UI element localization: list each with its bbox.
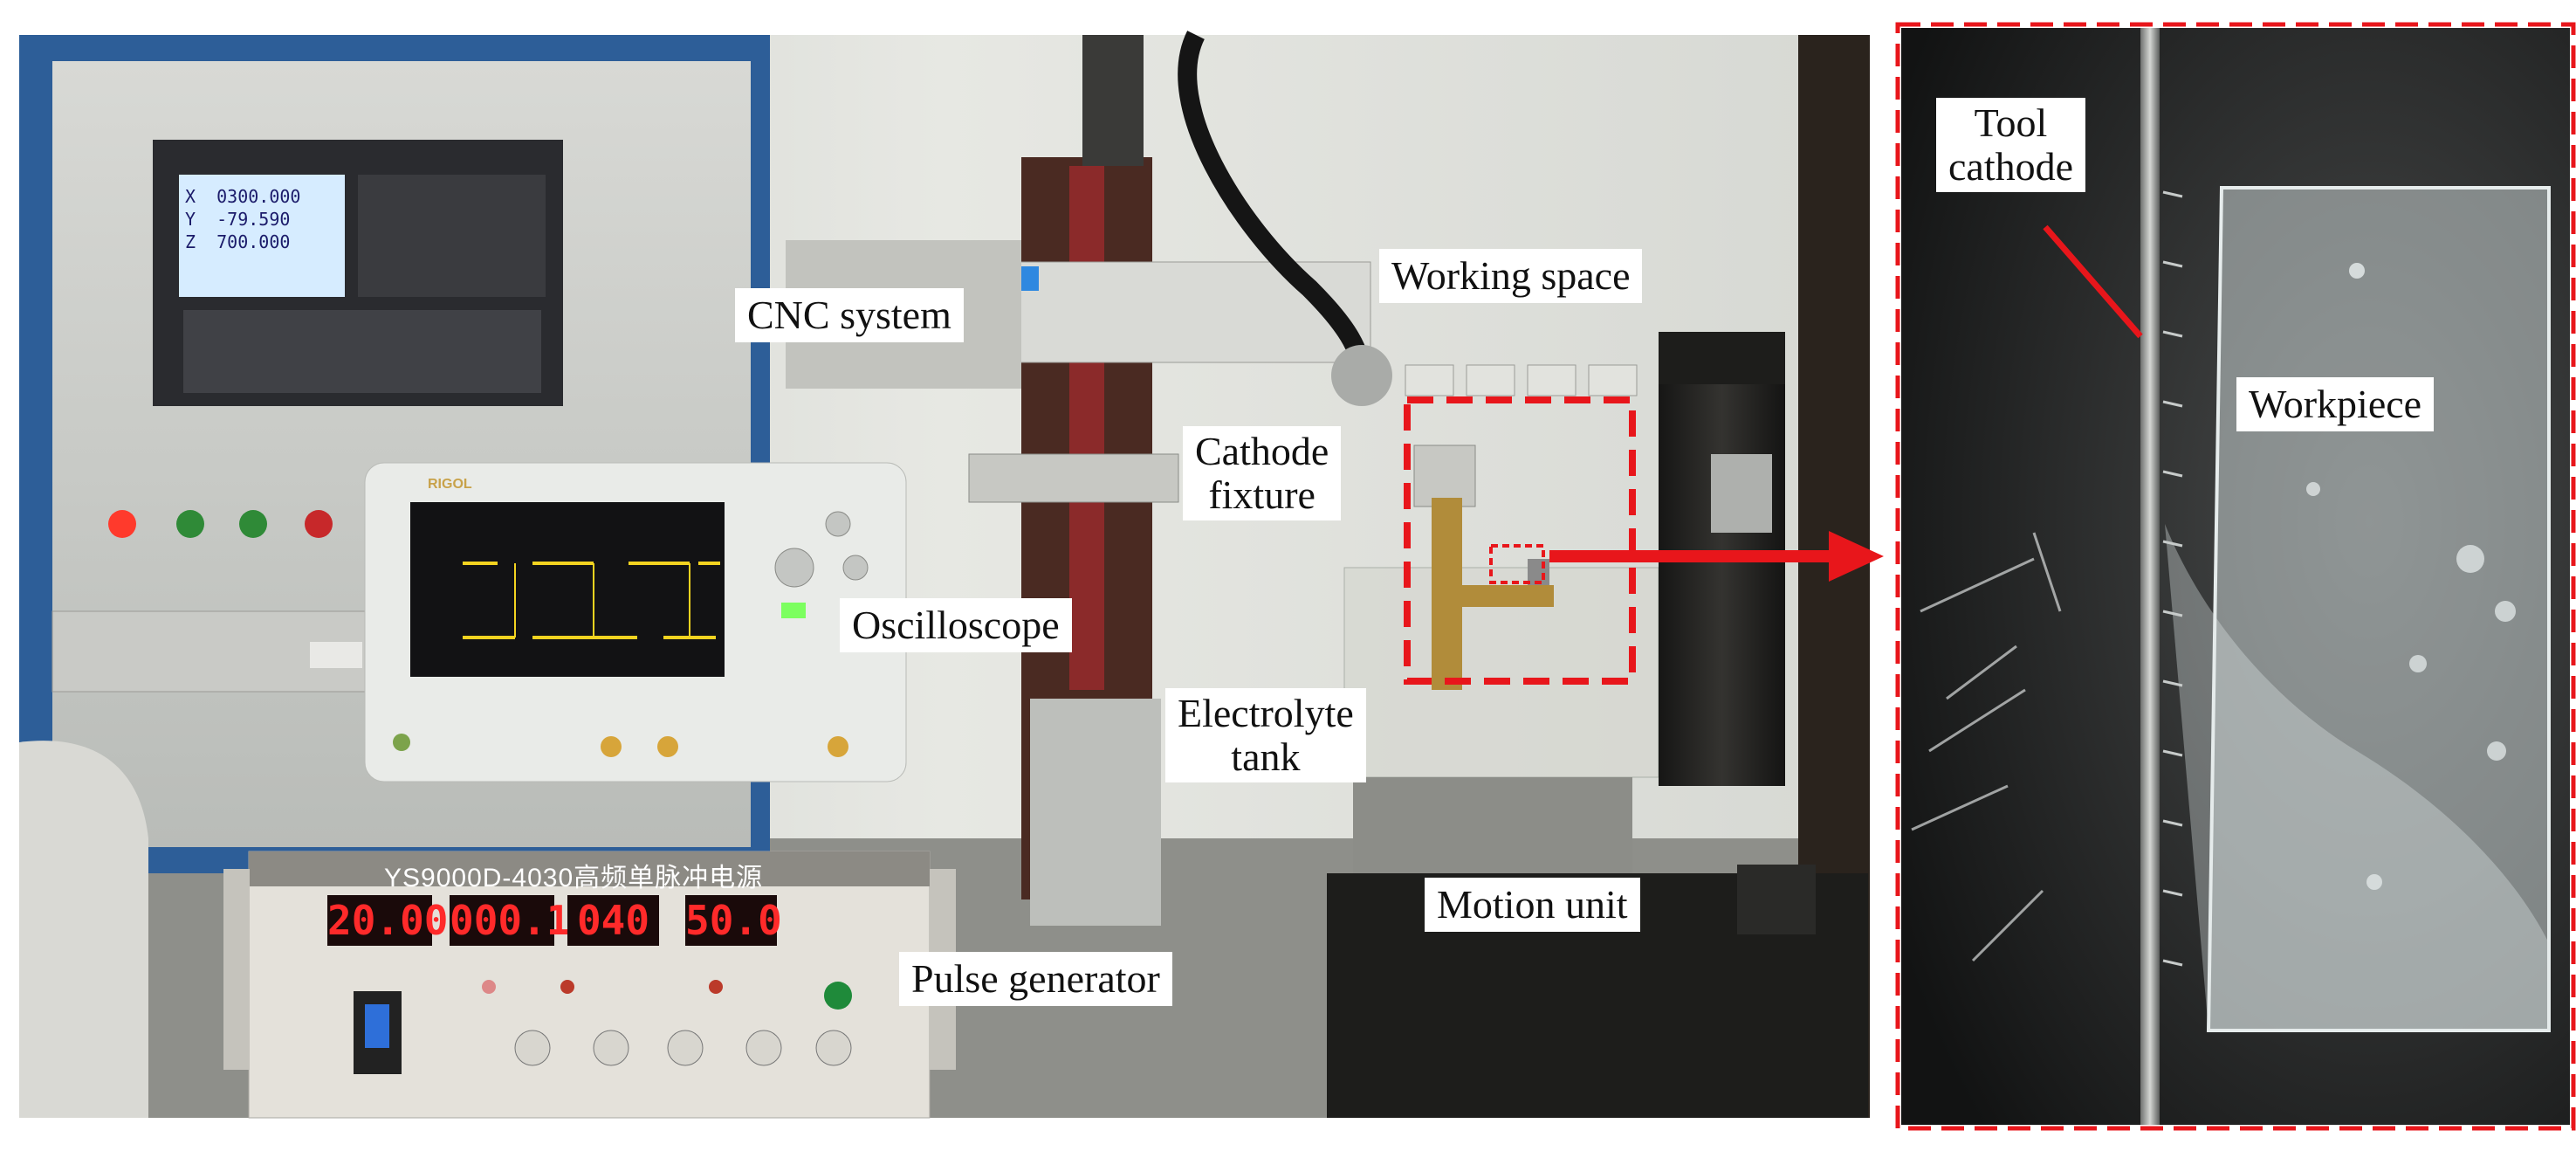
psu-model-label: YS9000D-4030高频单脉冲电源 <box>384 864 764 893</box>
label-working-space: Working space <box>1379 249 1643 303</box>
inset-dashed-frame <box>1895 22 2576 1131</box>
label-cnc-system: CNC system <box>735 288 964 342</box>
red-button-icon <box>305 510 333 538</box>
motion-unit-bellows <box>1659 367 1785 786</box>
tool-cathode-wire <box>2140 28 2160 1125</box>
cnc-axis-x: X <box>185 186 196 207</box>
label-tool-cathode: Tool cathode <box>1936 98 2086 192</box>
psu-display-3: 040 <box>567 895 659 946</box>
arrow-shaft <box>1549 550 1829 562</box>
label-motion-unit: Motion unit <box>1425 878 1640 932</box>
working-space-box <box>1404 396 1636 685</box>
cnc-screen <box>179 175 345 297</box>
tool-cathode-pointer <box>2043 224 2143 339</box>
cnc-axis-z: Z <box>185 231 196 252</box>
oscilloscope-brand: RIGOL <box>428 477 472 492</box>
label-workpiece: Workpiece <box>2236 377 2435 431</box>
arrow-head-icon <box>1829 531 1884 582</box>
psu-display-2: 000.1 <box>450 895 571 946</box>
green-button-icon <box>239 510 267 538</box>
green-button-icon <box>176 510 204 538</box>
label-oscilloscope: Oscilloscope <box>840 598 1072 652</box>
cnc-axis-y: Y <box>185 209 196 230</box>
label-pulse-generator: Pulse generator <box>899 952 1172 1006</box>
oscilloscope-screen <box>410 502 725 677</box>
red-lamp-icon <box>108 510 136 538</box>
label-electrolyte-tank: Electrolyte tank <box>1165 688 1366 782</box>
label-cathode-fixture: Cathode fixture <box>1183 426 1342 520</box>
cnc-axis-readout: X 0300.000 Y -79.590 Z 700.000 <box>185 186 301 252</box>
psu-display-4: 50.0 <box>685 895 782 946</box>
machine-arm <box>994 261 1371 363</box>
psu-display-1: 20.00 <box>327 895 449 946</box>
